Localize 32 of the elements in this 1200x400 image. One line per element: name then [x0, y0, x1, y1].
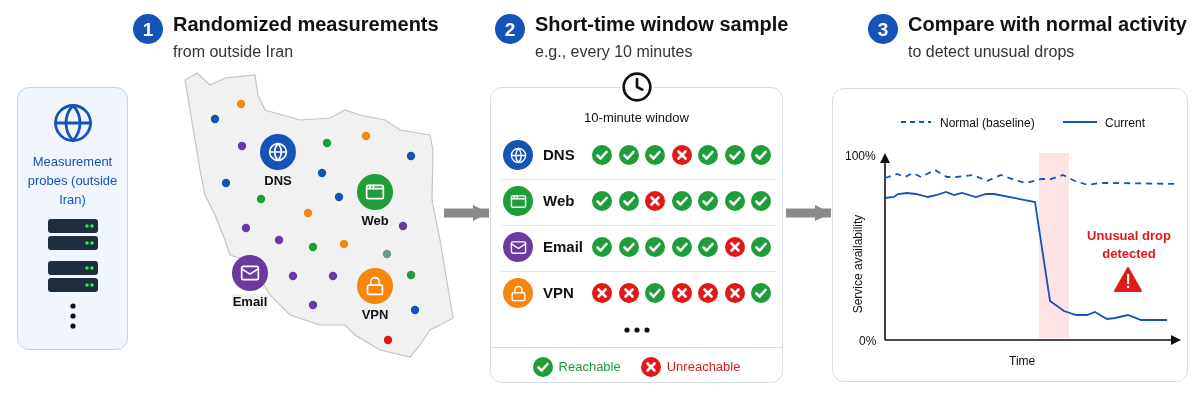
step-number [133, 14, 163, 44]
probe-panel [17, 87, 128, 350]
service-label: Web [543, 192, 575, 210]
service-label: Email [543, 238, 584, 256]
step-number-text: 1 [142, 19, 154, 39]
axis-title: Time [1009, 353, 1036, 370]
service-label: VPN [543, 284, 574, 302]
axis-tick-label: 100% [845, 148, 876, 165]
legend-label: Reachable [558, 358, 621, 377]
legend-label: Current [1105, 115, 1145, 132]
step-number [495, 14, 525, 44]
arrow [786, 204, 831, 222]
axis-title: Service availability [850, 214, 866, 314]
step-title: Randomized measurements [173, 12, 439, 37]
legend-label: Unreachable [666, 358, 741, 377]
step-number-text: 3 [877, 19, 889, 39]
service-label: DNS [543, 146, 575, 164]
card-background [832, 88, 1188, 382]
step-number [868, 14, 898, 44]
step-title: Compare with normal activity [908, 12, 1187, 37]
axis-tick-label: 0% [859, 333, 877, 350]
service-label: Email [231, 294, 269, 310]
step-number-text: 2 [504, 19, 516, 39]
legend-label: Normal (baseline) [940, 115, 1035, 132]
alert-text: Unusual drop detected [1086, 227, 1172, 263]
step-subtitle: e.g., every 10 minutes [535, 42, 694, 62]
arrow [444, 204, 489, 222]
step-subtitle: from outside Iran [173, 42, 295, 62]
window-label: 10-minute window [583, 109, 690, 127]
step-title: Short-time window sample [535, 12, 789, 37]
panel-label: Measurement probes (outside Iran) [26, 153, 119, 209]
step-subtitle: to detect unusual drops [908, 42, 1076, 62]
